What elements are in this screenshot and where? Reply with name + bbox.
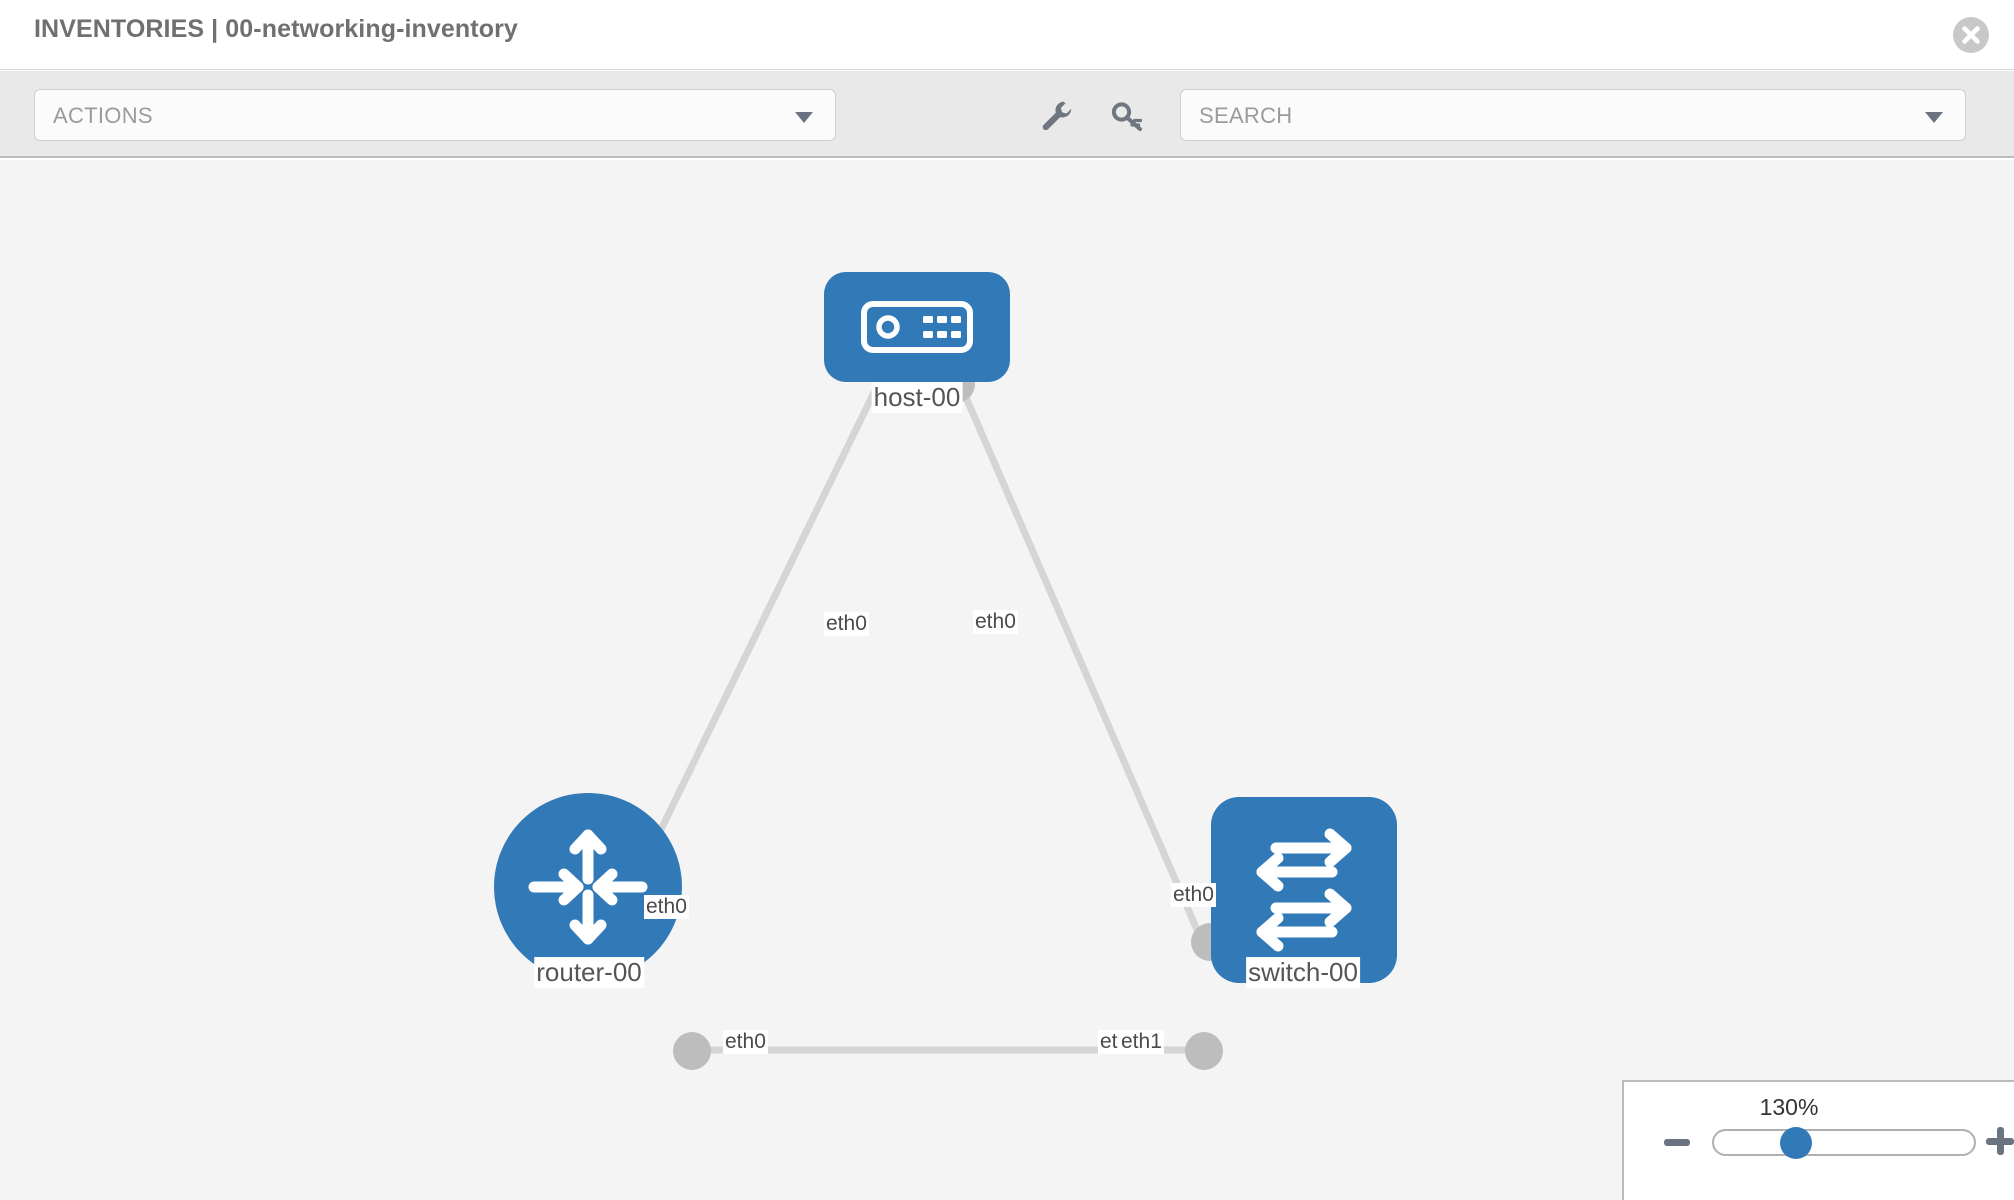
zoom-slider-thumb[interactable] [1780, 1127, 1812, 1159]
actions-dropdown[interactable]: ACTIONS [34, 89, 836, 141]
actions-dropdown-label: ACTIONS [53, 103, 153, 128]
topology-canvas[interactable]: host-00 r [0, 160, 2014, 1200]
node-label-router-00: router-00 [534, 957, 644, 988]
search-input[interactable]: SEARCH [1180, 89, 1966, 141]
link-host-switch [951, 368, 1202, 936]
zoom-slider-track[interactable] [1712, 1129, 1976, 1156]
router-node-body [494, 793, 682, 981]
edge-label-host-router-near-host: eth0 [824, 612, 869, 636]
link-host-router [647, 368, 888, 854]
key-icon[interactable] [1110, 99, 1144, 133]
node-label-switch-00: switch-00 [1246, 957, 1360, 988]
zoom-control-panel: 130% [1622, 1080, 2014, 1200]
close-icon[interactable] [1953, 17, 1989, 53]
edge-label-router-switch-near-switch: eth1 [1119, 1030, 1164, 1054]
node-host-00[interactable] [824, 272, 1010, 382]
edge-label-router-switch-near-router: eth0 [723, 1030, 768, 1054]
page-title: INVENTORIES | 00-networking-inventory [34, 15, 518, 43]
minus-icon[interactable] [1664, 1139, 1690, 1146]
edge-label-host-switch-near-switch: eth0 [1171, 883, 1216, 907]
switch-node-body [1211, 797, 1397, 983]
toolbar: ACTIONS SEARCH [0, 71, 2014, 158]
chevron-down-icon[interactable] [1925, 112, 1943, 123]
router-arrows-icon [528, 829, 648, 945]
port-router-00[interactable] [673, 1032, 711, 1070]
zoom-level-label: 130% [1759, 1094, 1819, 1120]
node-switch-00[interactable] [1211, 797, 1397, 983]
wrench-icon[interactable] [1040, 99, 1074, 133]
search-placeholder: SEARCH [1199, 103, 1293, 128]
switch-arrows-icon [1256, 828, 1352, 952]
node-router-00[interactable] [494, 793, 682, 981]
toolbar-icon-group [1040, 99, 1144, 133]
server-icon [861, 301, 973, 353]
node-label-host-00: host-00 [871, 382, 963, 413]
host-node-body [824, 272, 1010, 382]
chevron-down-icon [795, 112, 813, 123]
edge-label-host-router-near-router: eth0 [644, 895, 689, 919]
edge-label-host-switch-near-host: eth0 [973, 610, 1018, 634]
plus-icon[interactable] [1986, 1127, 2014, 1155]
port-switch-00-b[interactable] [1185, 1032, 1223, 1070]
window-header: INVENTORIES | 00-networking-inventory [0, 0, 2014, 70]
